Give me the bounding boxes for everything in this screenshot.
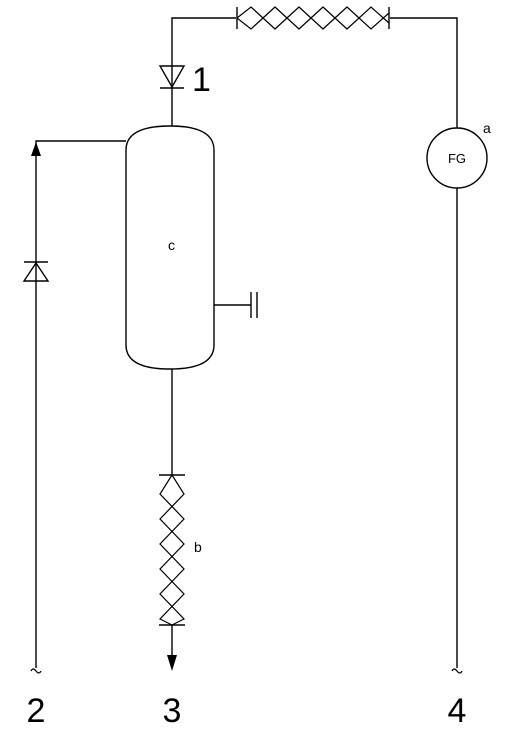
vessel-ref-label: c <box>168 237 175 253</box>
line-label-3: 3 <box>163 692 182 730</box>
vessel <box>125 125 215 370</box>
side-nozzle <box>214 292 258 318</box>
top-flex-hose <box>236 6 390 30</box>
line-label-2: 2 <box>27 692 46 730</box>
bypass-line <box>31 140 126 668</box>
top-pipe-loop <box>171 17 458 668</box>
flowmeter-ref-label: a <box>483 120 491 136</box>
bottom-outlet-line <box>167 369 177 671</box>
line-break-symbols <box>30 668 463 674</box>
check-valve-1 <box>158 65 186 89</box>
flowmeter-text: FG <box>448 151 466 166</box>
valve-label-1: 1 <box>192 61 211 99</box>
check-valve-left <box>22 261 50 282</box>
bottom-flex-hose <box>159 474 185 626</box>
flowmeter: FG <box>426 127 488 189</box>
line-label-4: 4 <box>448 692 467 730</box>
hose-ref-label: b <box>194 539 202 555</box>
